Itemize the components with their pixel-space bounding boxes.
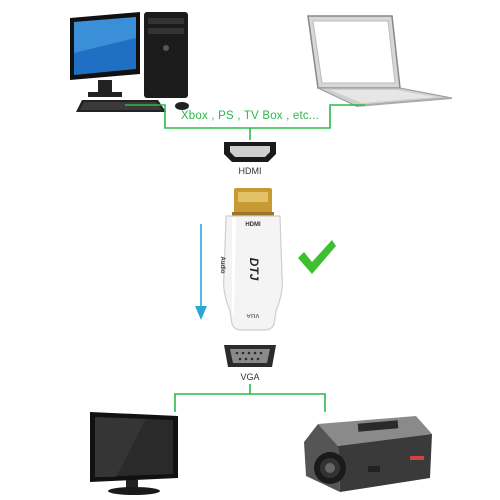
desktop-pc-icon xyxy=(70,12,189,112)
hdmi-port-label: HDMI xyxy=(238,166,262,176)
vga-port-icon xyxy=(224,345,276,367)
adapter-body xyxy=(223,188,283,331)
adapter-audio-label: Audio xyxy=(219,256,225,274)
source-connector-line xyxy=(125,104,365,140)
vga-port-label: VGA xyxy=(240,372,260,382)
projector-icon xyxy=(304,416,432,492)
monitor-icon xyxy=(90,412,178,495)
laptop-icon xyxy=(307,15,453,107)
output-connector-line xyxy=(174,384,326,412)
adapter-brand-logo: DTJ xyxy=(247,257,261,281)
checkmark-icon xyxy=(298,240,336,274)
sources-label: Xbox , PS , TV Box , etc... xyxy=(180,110,320,122)
hdmi-port-icon xyxy=(224,142,276,162)
adapter-top-label: HDMI xyxy=(245,222,261,228)
flow-arrow-icon xyxy=(195,224,207,320)
adapter-bottom-label: VGA xyxy=(246,312,260,318)
